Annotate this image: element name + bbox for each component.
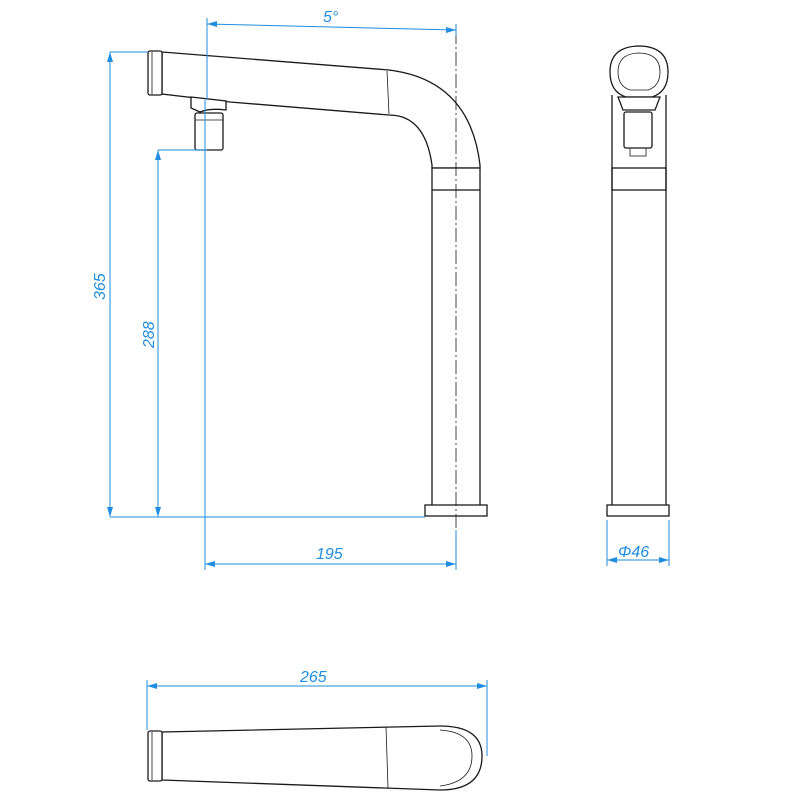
top-joint <box>385 726 389 789</box>
front-collar <box>611 167 667 191</box>
outlet-height-label: 288 <box>141 321 158 349</box>
dimension-total-height: 365 <box>92 51 425 518</box>
top-spout <box>161 725 483 791</box>
spout-body <box>161 51 481 169</box>
reach-label: 195 <box>316 546 343 563</box>
dimension-base-diameter: Φ46 <box>606 520 670 566</box>
dimension-angle: 5° <box>206 9 457 100</box>
angle-label: 5° <box>323 9 339 26</box>
front-head <box>609 45 669 98</box>
total-height-label: 365 <box>92 273 109 300</box>
aerator <box>194 112 224 151</box>
front-aerator <box>623 111 653 149</box>
front-head-inner <box>617 52 661 91</box>
top-end-cap <box>147 730 163 782</box>
aerator-connector <box>190 96 227 113</box>
top-view <box>147 725 483 791</box>
front-aerator-tip <box>629 147 647 157</box>
dimension-reach: 195 <box>204 100 457 570</box>
side-view <box>147 30 488 530</box>
dimension-outlet-height: 288 <box>141 149 207 517</box>
top-length-label: 265 <box>299 669 327 686</box>
front-view <box>606 45 670 517</box>
base-diameter-label: Φ46 <box>618 544 649 561</box>
spout-end-cap <box>147 50 163 96</box>
front-neck <box>617 96 661 111</box>
top-spout-inner <box>439 729 473 787</box>
front-base <box>606 504 670 517</box>
dimension-top-length: 265 <box>146 669 488 756</box>
spout-joint <box>386 70 390 115</box>
